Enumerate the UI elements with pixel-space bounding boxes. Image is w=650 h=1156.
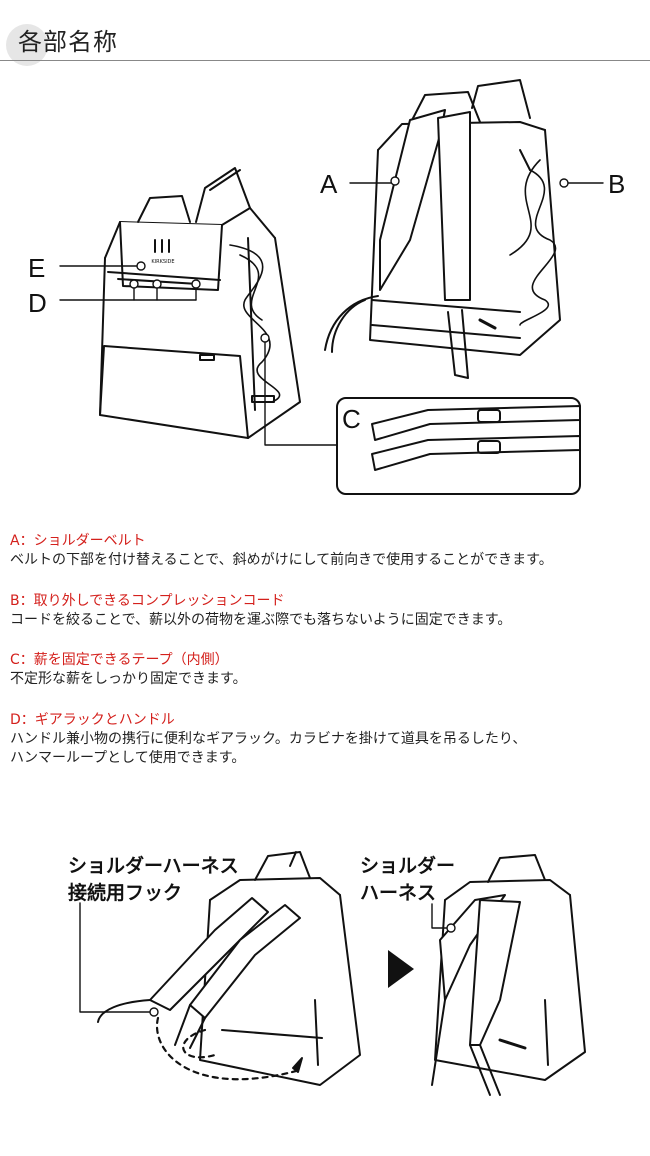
- harness-label-line1: ショルダー: [360, 854, 455, 877]
- section-header: 各部名称: [0, 0, 650, 66]
- description-text: 不定形な薪をしっかり固定できます。: [10, 671, 247, 687]
- description-heading: C：薪を固定できるテープ（内側）: [10, 652, 229, 668]
- tape-inset-box: [336, 397, 581, 495]
- harness-after-illustration: [431, 854, 586, 1096]
- front-backpack-illustration: [99, 167, 301, 439]
- hook-label-line1: ショルダーハーネス: [68, 854, 239, 877]
- front-brand-mark: KIRKSIDE: [151, 259, 174, 265]
- callout-label-e: E: [28, 253, 45, 283]
- harness-diagram: ショルダーハーネス 接続用フック ショルダー ハーネス: [68, 851, 586, 1096]
- description-heading: B：取り外しできるコンプレッションコード: [10, 593, 285, 609]
- harness-label-line2: ハーネス: [360, 882, 436, 904]
- description-text: ベルトの下部を付け替えることで、斜めがけにして前向きで使用することができます。: [10, 552, 553, 568]
- callout-leader-lines: [59, 176, 604, 446]
- hook-label-line2: 接続用フック: [68, 881, 182, 904]
- description-text: コードを絞ることで、薪以外の荷物を運ぶ際でも落ちないように固定できます。: [10, 612, 512, 628]
- header-circle-decoration: [6, 24, 48, 66]
- description-d: D：ギアラックとハンドル ハンドル兼小物の携行に便利なギアラック。カラビナを掛け…: [10, 711, 645, 768]
- description-heading: D：ギアラックとハンドル: [10, 712, 175, 728]
- description-text: ハンドル兼小物の携行に便利なギアラック。カラビナを掛けて道具を吊るしたり、 ハン…: [10, 731, 527, 766]
- back-backpack-illustration: [324, 79, 561, 379]
- callout-label-b: B: [608, 169, 625, 199]
- harness-before-illustration: [97, 851, 361, 1086]
- description-c: C：薪を固定できるテープ（内側） 不定形な薪をしっかり固定できます。: [10, 651, 645, 689]
- callout-label-d: D: [28, 288, 47, 318]
- callout-label-a: A: [320, 169, 338, 199]
- description-b: B：取り外しできるコンプレッションコード コードを絞ることで、薪以外の荷物を運ぶ…: [10, 592, 645, 630]
- callout-label-c: C: [342, 404, 361, 434]
- description-a: A：ショルダーベルト ベルトの下部を付け替えることで、斜めがけにして前向きで使用…: [10, 532, 645, 570]
- description-heading: A：ショルダーベルト: [10, 533, 146, 549]
- arrow-right-icon: [388, 950, 414, 988]
- page-title: 各部名称: [18, 28, 118, 56]
- parts-diagram: KIRKSIDE: [28, 79, 625, 495]
- header-divider: [0, 60, 650, 61]
